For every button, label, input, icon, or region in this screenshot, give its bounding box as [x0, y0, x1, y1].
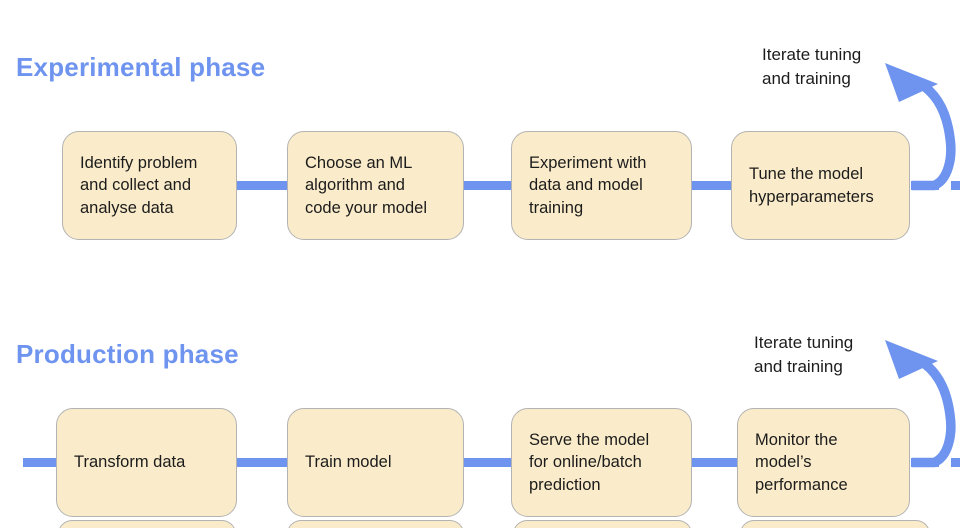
iterate-arrow-head-icon	[885, 63, 938, 102]
step-text-line: analyse data	[80, 198, 174, 217]
step-text-line: Choose an ML	[305, 153, 413, 172]
step-tune-hyperparameters: Tune the model hyperparameters	[731, 131, 910, 240]
step-text-line: Tune the model	[749, 165, 864, 183]
cutoff-step-box	[287, 520, 464, 528]
step-transform-data: Transform data	[56, 408, 237, 517]
step-text-line: data and model	[529, 176, 643, 195]
step-choose-algorithm: Choose an ML algorithm and code your mod…	[287, 131, 464, 240]
flow-connector	[237, 181, 287, 190]
step-text-line: Identify problem	[80, 153, 198, 172]
flow-connector	[911, 458, 939, 467]
step-text-line: Transform data	[74, 453, 186, 472]
step-identify-problem: Identify problem and collect and analyse…	[62, 131, 237, 240]
step-text-line: training	[529, 198, 584, 217]
flow-connector-edge	[951, 181, 960, 190]
flow-connector	[237, 458, 287, 467]
step-text-line: algorithm and	[305, 176, 405, 195]
step-text-line: Monitor the	[755, 430, 838, 449]
step-text-line: Train model	[305, 453, 392, 472]
iterate-label-line: Iterate tuning	[754, 333, 854, 352]
cutoff-step-box	[58, 520, 236, 528]
step-experiment-training: Experiment with data and model training	[511, 131, 692, 240]
flow-connector	[692, 458, 737, 467]
flow-connector	[464, 458, 511, 467]
step-monitor-performance: Monitor the model’s performance	[737, 408, 910, 517]
step-text-line: Serve the model	[529, 430, 650, 449]
flow-connector	[464, 181, 511, 190]
step-text-line: prediction	[529, 475, 601, 494]
step-text-line: and collect and	[80, 176, 191, 195]
flow-connector-edge	[951, 458, 960, 467]
step-serve-model: Serve the model for online/batch predict…	[511, 408, 692, 517]
iterate-label-production: Iterate tuning and training	[754, 331, 853, 379]
phase-title-production: Production phase	[16, 339, 239, 369]
cutoff-step-box	[513, 520, 692, 528]
iterate-arrow-curve	[912, 355, 956, 468]
step-text-line: hyperparameters	[749, 187, 874, 206]
flow-connector	[911, 181, 939, 190]
phase-title-experimental: Experimental phase	[16, 52, 266, 82]
step-text-line: model’s	[755, 453, 812, 472]
step-text-line: code your model	[305, 198, 427, 217]
iterate-label-experimental: Iterate tuning and training	[762, 43, 861, 91]
flow-connector-left-edge	[23, 458, 57, 467]
step-train-model: Train model	[287, 408, 464, 517]
iterate-label-line: Iterate tuning	[762, 45, 862, 64]
cutoff-step-box	[740, 520, 930, 528]
step-text-line: Experiment with	[529, 153, 647, 172]
iterate-arrow-curve	[912, 78, 956, 191]
step-text-line: performance	[755, 475, 848, 494]
iterate-arrow-head-icon	[885, 340, 938, 379]
step-text-line: for online/batch	[529, 453, 642, 472]
iterate-label-line: and training	[754, 357, 843, 376]
iterate-label-line: and training	[762, 69, 851, 88]
flow-connector	[692, 181, 731, 190]
